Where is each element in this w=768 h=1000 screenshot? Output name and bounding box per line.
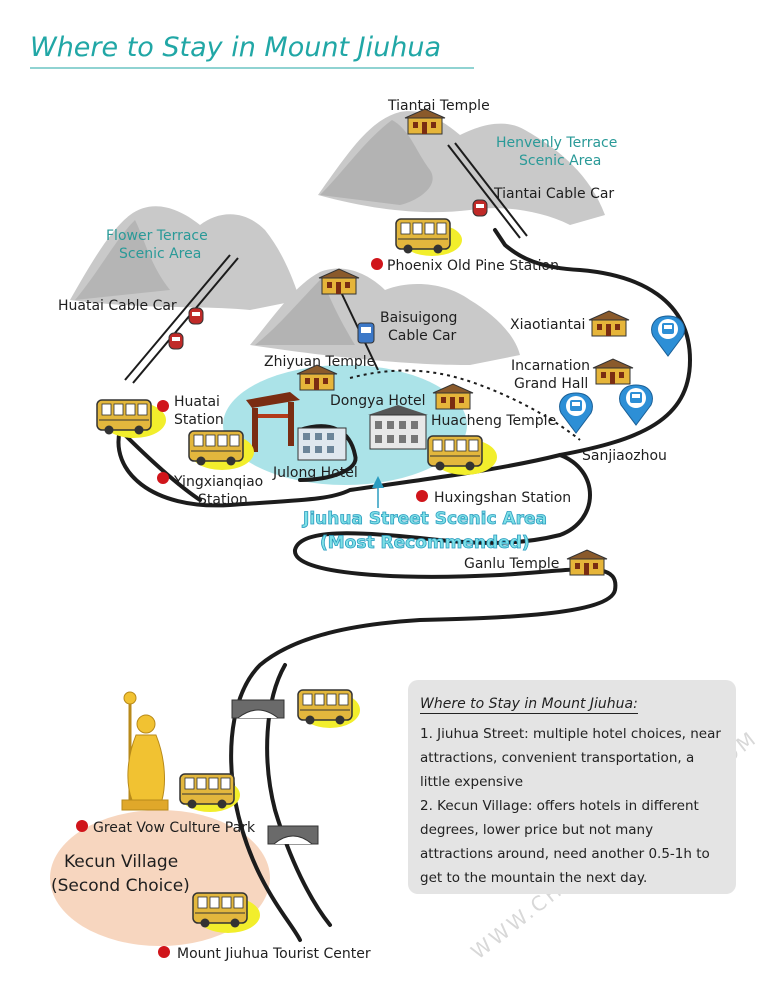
julong-hotel-building-icon: [297, 427, 347, 461]
station-dot-icon: [157, 472, 169, 484]
pointer-arrowhead: [372, 476, 384, 488]
paifang-gate-icon: [246, 392, 300, 452]
bus-stop-pin-icon-2: [559, 392, 593, 434]
tourist-center-label: Mount Jiuhua Tourist Center: [177, 946, 371, 962]
bus-stop-great-vow: [179, 773, 240, 812]
yingxianqiao-label-2: Station: [198, 492, 248, 508]
tiantai-cable-car-label: Tiantai Cable Car: [493, 186, 614, 202]
station-dot-icon: [416, 490, 428, 502]
huatai-cable-car-icon: [188, 307, 204, 325]
incarnation-label-1: Incarnation: [511, 358, 590, 374]
huatai-station-label-2: Station: [174, 412, 224, 428]
dongya-hotel-label: Dongya Hotel: [330, 393, 426, 409]
bus-stop-phoenix: [395, 218, 462, 256]
buddha-statue-icon: [121, 691, 169, 811]
bus-stop-pin-icon-3: [619, 384, 653, 426]
xiaotiantai-label: Xiaotiantai: [510, 317, 585, 333]
info-box-item-1: 1. Jiuhua Street: multiple hotel choices…: [420, 726, 721, 790]
info-box-item-2: 2. Kecun Village: offers hotels in diffe…: [420, 798, 710, 886]
great-vow-label: Great Vow Culture Park: [93, 820, 256, 836]
bus-icon: [179, 773, 235, 810]
bus-icon: [188, 430, 244, 467]
bridge-icon-2: [267, 825, 319, 845]
xiaotiantai-temple-icon: [588, 310, 630, 337]
huatai-station-label-1: Huatai: [174, 394, 220, 410]
incarnation-hall-icon: [592, 358, 634, 385]
tiantai-temple-label: Tiantai Temple: [387, 98, 490, 114]
huatai-cable-car-icon-2: [168, 332, 184, 350]
kecun-village-label-2: (Second Choice): [51, 876, 190, 896]
bus-stop-huxingshan: [427, 435, 497, 475]
jiuhua-street-label-1: Jiuhua Street Scenic Area: [302, 509, 547, 529]
baisuigong-cable-car-icon: [357, 322, 375, 344]
baisuigong-label-1: Baisuigong: [380, 310, 457, 326]
info-box: Where to Stay in Mount Jiuhua: 1. Jiuhua…: [408, 680, 736, 894]
station-dot-icon: [157, 400, 169, 412]
heavenly-terrace-label-2: Scenic Area: [519, 153, 601, 169]
station-dot-icon: [76, 820, 88, 832]
bus-icon: [395, 218, 451, 255]
phoenix-station-label: Phoenix Old Pine Station: [387, 258, 559, 274]
yingxianqiao-label-1: Yingxianqiao: [173, 474, 263, 490]
huatai-cable-line: [124, 254, 239, 384]
page-title: Where to Stay in Mount Jiuhua: [30, 32, 441, 63]
bus-icon: [297, 689, 353, 726]
bus-stop-yingxiangiao: [188, 430, 254, 470]
station-dot-icon: [158, 946, 170, 958]
bus-icon: [192, 892, 248, 929]
bus-stop-bridge: [297, 689, 360, 728]
huacheng-temple-label: Huacheng Temple: [431, 413, 556, 429]
bridge-icon: [231, 699, 285, 719]
bus-icon: [427, 435, 483, 472]
sanjiaozhou-label: Sanjiaozhou: [582, 448, 667, 464]
info-box-title: Where to Stay in Mount Jiuhua:: [420, 696, 638, 714]
incarnation-label-2: Grand Hall: [514, 376, 588, 392]
tiantai-cable-line: [447, 142, 528, 239]
ganlu-temple-label: Ganlu Temple: [464, 556, 559, 572]
bus-stop-huatai: [96, 399, 166, 438]
heavenly-terrace-label-1: Henvenly Terrace: [496, 135, 617, 151]
station-dot-icon: [371, 258, 383, 270]
huatai-cable-car-label: Huatai Cable Car: [58, 298, 177, 314]
dongya-hotel-building-icon: [368, 405, 428, 450]
ganlu-temple-icon: [566, 549, 608, 576]
bus-stop-tourist-center: [192, 892, 260, 933]
mountains: [70, 111, 605, 365]
bus-stop-pin-icon: [651, 315, 685, 357]
huxingshan-station-label: Huxingshan Station: [434, 490, 571, 506]
flower-terrace-label-2: Scenic Area: [119, 246, 201, 262]
julong-hotel-label: Julong Hotel: [272, 465, 358, 481]
tiantai-cable-car-icon: [472, 199, 488, 217]
baisuigong-label-2: Cable Car: [388, 328, 457, 344]
kecun-village-label-1: Kecun Village: [64, 852, 178, 872]
zhiyuan-temple-label: Zhiyuan Temple: [264, 354, 375, 370]
jiuhua-street-label-2: (Most Recommended): [320, 533, 530, 553]
bus-icon: [96, 399, 152, 436]
flower-terrace-label-1: Flower Terrace: [106, 228, 208, 244]
